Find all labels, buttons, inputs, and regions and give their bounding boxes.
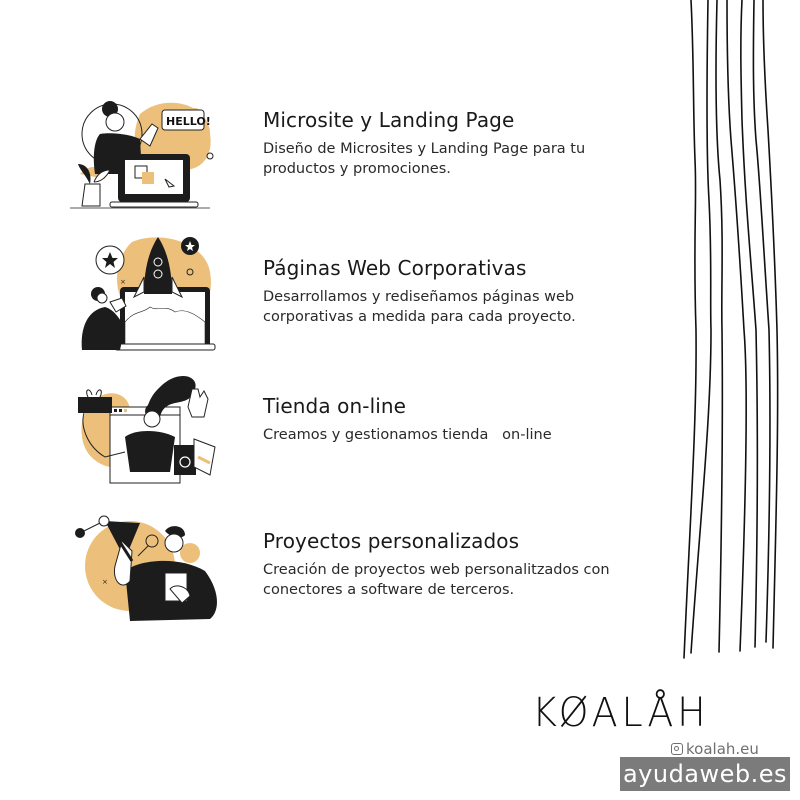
service-description: Creación de proyectos web personalitzado… — [263, 562, 610, 598]
watermark: ayudaweb.es — [620, 757, 790, 791]
brand-logo: KØALÅH — [532, 690, 710, 736]
service-title: Páginas Web Corporativas — [263, 256, 527, 280]
rocket-launch-illustration: × — [70, 232, 220, 352]
instagram-handle[interactable]: koalah.eu — [671, 740, 759, 758]
service-description: Diseño de Microsites y Landing Page para… — [263, 141, 586, 177]
instagram-icon — [671, 743, 683, 755]
service-title: Proyectos personalizados — [263, 529, 520, 553]
service-title: Tienda on-line — [263, 394, 407, 418]
service-text: Tienda on-line Creamos y gestionamos tie… — [263, 393, 643, 445]
service-description: Desarrollamos y rediseñamos páginas web … — [263, 289, 576, 325]
man-pie-chart-illustration: × — [70, 511, 220, 631]
service-title: Microsite y Landing Page — [263, 108, 515, 132]
service-text: Páginas Web Corporativas Desarrollamos y… — [263, 255, 643, 327]
decorative-vertical-lines — [683, 0, 779, 659]
service-text: Microsite y Landing Page Diseño de Micro… — [263, 107, 643, 179]
service-description: Creamos y gestionamos tienda on-line — [263, 427, 552, 443]
svg-text:×: × — [102, 578, 108, 586]
hello-bubble-text: HELLO! — [166, 115, 211, 128]
instagram-handle-text: koalah.eu — [686, 740, 759, 758]
woman-waving-laptop-illustration: × HELLO! — [70, 94, 220, 214]
svg-text:×: × — [120, 278, 126, 286]
service-text: Proyectos personalizados Creación de pro… — [263, 528, 643, 600]
woman-shopping-illustration — [70, 367, 220, 487]
